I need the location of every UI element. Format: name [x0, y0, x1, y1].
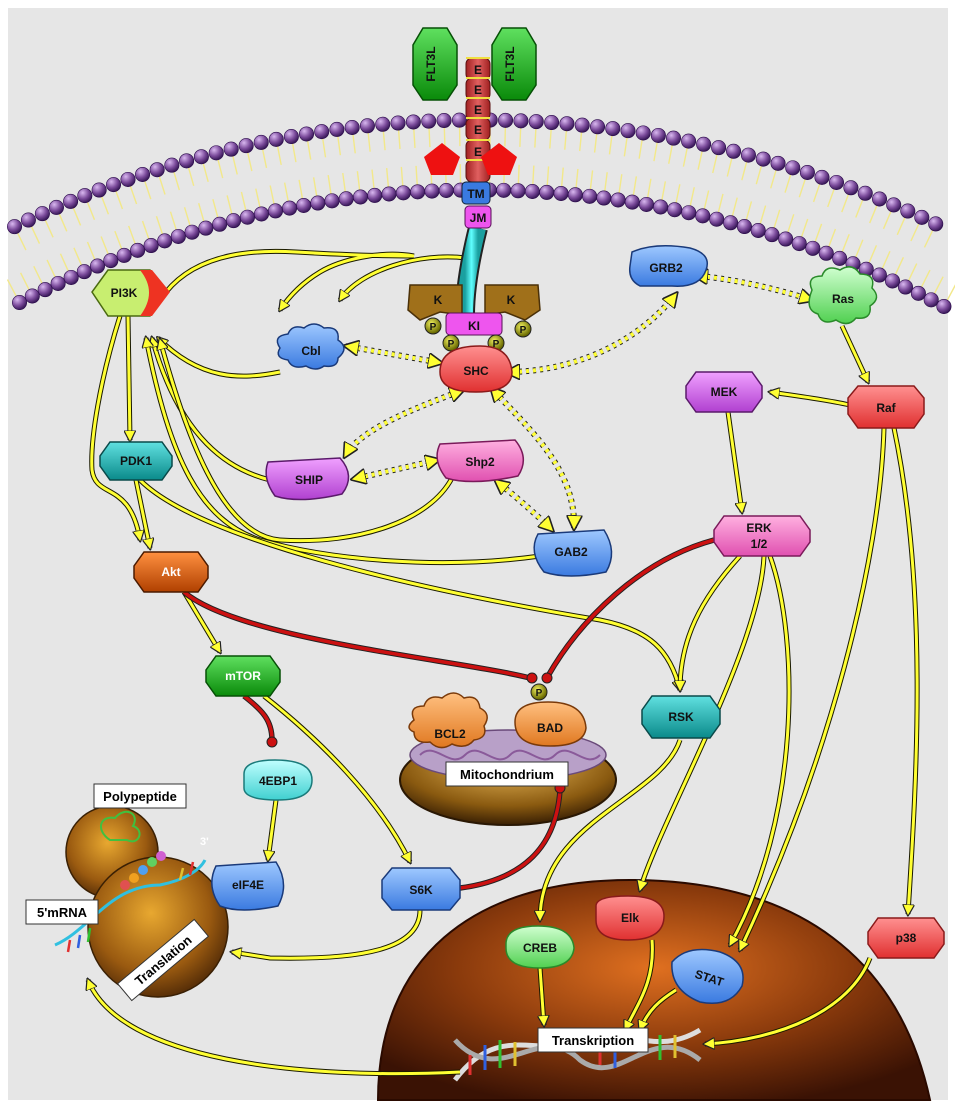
creb-label: CREB: [523, 941, 557, 955]
akt-node: Akt: [133, 551, 209, 593]
ki-label: KI: [468, 319, 480, 333]
ligand-right: FLT3L: [491, 27, 537, 101]
gab2-label: GAB2: [554, 545, 588, 559]
kinase-left: [407, 284, 463, 321]
cbl-node: Cbl: [276, 323, 345, 370]
ligand-right-label: FLT3L: [503, 46, 517, 81]
ras-node: Ras: [808, 266, 878, 325]
eif4e-node: eIF4E: [211, 861, 285, 911]
elk-label: Elk: [621, 911, 639, 925]
phospho-3-label: P: [493, 339, 500, 350]
ship-label: SHIP: [295, 473, 323, 487]
bad-label: BAD: [537, 721, 563, 735]
mtor-label: mTOR: [225, 669, 261, 683]
three-prime-label: 3': [200, 836, 209, 848]
mtor-node: mTOR: [205, 655, 281, 697]
bad-phospho: [530, 683, 548, 701]
rsk-node: RSK: [641, 695, 721, 739]
phospho-1-label: P: [430, 322, 437, 333]
shc-label: SHC: [463, 364, 489, 378]
ecd-segment-label: E: [474, 145, 482, 159]
eif4e-label: eIF4E: [232, 878, 264, 892]
s6k-node: S6K: [381, 867, 461, 911]
gab2-node: GAB2: [533, 529, 613, 577]
bad-phospho-label: P: [536, 688, 543, 699]
4ebp1-node: 4EBP1: [243, 759, 313, 801]
pdk1-label: PDK1: [120, 454, 152, 468]
red-pentagon-right: [481, 143, 517, 175]
mitochondrium-label: Mitochondrium: [460, 767, 554, 782]
p38-node: p38: [867, 917, 945, 959]
s6k-label: S6K: [409, 883, 433, 897]
red-pentagon-left: [424, 143, 460, 175]
kinase-left-label: K: [434, 293, 443, 307]
ecd-segment-label: E: [474, 103, 482, 117]
mitochondrium-box: Mitochondrium: [445, 761, 569, 787]
polypeptide-label: Polypeptide: [103, 789, 177, 804]
pi3k-node: PI3K: [91, 269, 170, 317]
ecd-segment-label: E: [474, 83, 482, 97]
cell-membrane: [6, 112, 955, 314]
akt-label: Akt: [161, 565, 180, 579]
ki-domain: [445, 312, 503, 336]
p38-label: p38: [896, 931, 917, 945]
erk-label-line1: ERK: [746, 521, 772, 535]
ligand-left: FLT3L: [412, 27, 458, 101]
receptor-stem: [457, 226, 486, 316]
cbl-label: Cbl: [301, 344, 320, 358]
ship-node: SHIP: [265, 457, 350, 501]
bcl2-label: BCL2: [434, 727, 466, 741]
bcl2-node: BCL2: [408, 692, 488, 749]
phospho-1: [424, 317, 442, 335]
creb-node: CREB: [505, 925, 575, 969]
shc-node: SHC: [439, 345, 513, 393]
mrna-label: 5'mRNA: [37, 905, 88, 920]
raf-node: Raf: [847, 385, 925, 429]
shp2-node: Shp2: [436, 439, 524, 483]
4ebp1-label: 4EBP1: [259, 774, 297, 788]
jm-domain: [464, 205, 492, 229]
mek-label: MEK: [711, 385, 738, 399]
elk-node: Elk: [595, 895, 665, 941]
ras-label: Ras: [832, 292, 854, 306]
grb2-label: GRB2: [649, 261, 683, 275]
transkription-box: Transkription: [537, 1027, 649, 1053]
pathway-edges: [88, 248, 920, 1077]
mrna-box: 5'mRNA: [25, 899, 99, 925]
ecd-segment-label: E: [474, 63, 482, 77]
ecd-segment-label: E: [474, 123, 482, 137]
erk-label-line2: 1/2: [751, 537, 768, 551]
mek-node: MEK: [685, 371, 763, 413]
erk-node: ERK 1/2: [713, 515, 811, 557]
stat-node: STAT: [671, 948, 744, 1004]
rsk-label: RSK: [668, 710, 694, 724]
polypeptide-box: Polypeptide: [93, 783, 187, 809]
bad-node: BAD P: [514, 683, 587, 747]
kinase-right-label: K: [507, 293, 516, 307]
shp2-label: Shp2: [465, 455, 495, 469]
transkription-label: Transkription: [552, 1033, 634, 1048]
jm-label: JM: [470, 211, 487, 225]
ribosome: 3': [54, 805, 229, 998]
grb2-node: GRB2: [628, 245, 708, 287]
phospho-4-label: P: [520, 325, 527, 336]
ligand-left-label: FLT3L: [424, 46, 438, 81]
tm-label: TM: [467, 187, 484, 201]
phospho-2-label: P: [448, 339, 455, 350]
mrna-bases: [66, 861, 195, 953]
pdk1-node: PDK1: [99, 441, 173, 481]
phospho-4: [514, 320, 532, 338]
tm-domain: [461, 181, 491, 205]
raf-label: Raf: [876, 401, 896, 415]
amino-acid-chain: [120, 851, 166, 890]
pi3k-label: PI3K: [111, 286, 138, 300]
